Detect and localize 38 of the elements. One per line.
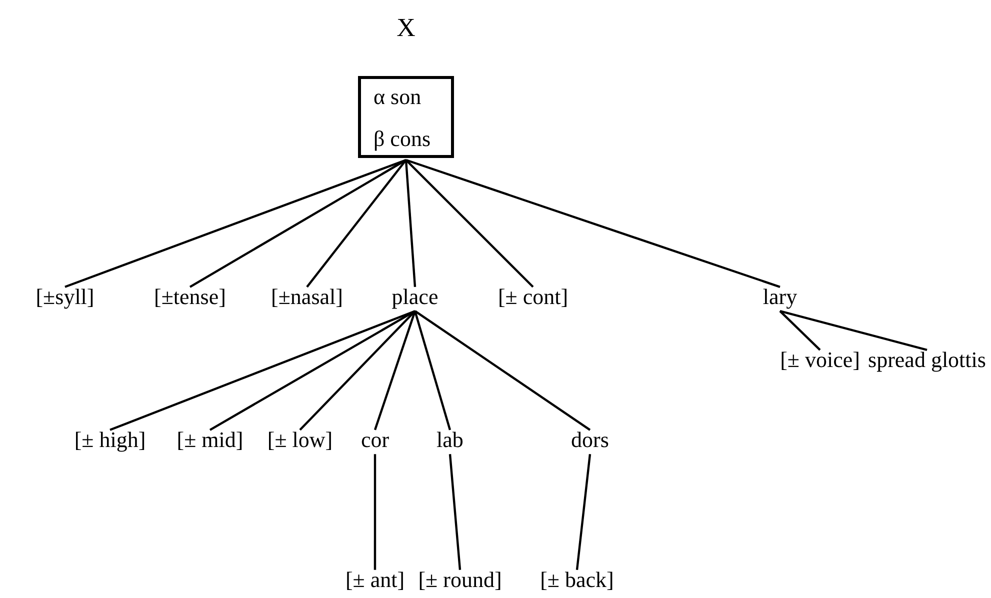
- tree-branch-line: [779, 310, 821, 351]
- root-label: X: [396, 13, 416, 43]
- tree-branch-line: [414, 310, 591, 431]
- feature-label: lab: [436, 428, 464, 452]
- feature-label: cor: [360, 428, 390, 452]
- feature-label: dors: [571, 428, 609, 452]
- feature-label: [± back]: [540, 568, 614, 592]
- tree-branch-line: [414, 310, 452, 430]
- feature-bracket-box: [358, 76, 454, 158]
- tree-branch-line: [448, 454, 462, 570]
- feature-label: spread glottis: [868, 348, 986, 372]
- tree-branch-line: [405, 159, 534, 288]
- tree-branch-line: [780, 310, 928, 351]
- tree-branch-line: [406, 158, 780, 288]
- feature-label: [± voice]: [780, 348, 860, 372]
- tree-branch-line: [374, 454, 376, 570]
- feature-label: [±syll]: [36, 284, 94, 310]
- feature-text: β cons: [373, 126, 431, 151]
- feature-label: lary: [762, 284, 798, 310]
- tree-branch-line: [110, 310, 416, 431]
- tree-branch-line: [189, 159, 407, 288]
- tree-branch-line: [576, 454, 592, 570]
- tree-branch-line: [64, 158, 406, 288]
- tree-branch-line: [374, 310, 416, 430]
- feature-label: [±tense]: [154, 284, 226, 310]
- feature-label: [±nasal]: [271, 284, 343, 310]
- feature-label: [± mid]: [176, 428, 244, 452]
- feature-text: α son: [373, 85, 422, 110]
- feature-label: [± cont]: [498, 284, 568, 310]
- feature-label: [± low]: [267, 428, 333, 452]
- feature-label: [± round]: [418, 568, 502, 592]
- feature-label: [± high]: [74, 428, 146, 452]
- tree-branch-line: [209, 310, 416, 431]
- tree-branch-line: [299, 310, 416, 431]
- feature-label: [± ant]: [345, 568, 405, 592]
- tree-branch-line: [404, 160, 416, 287]
- feature-label: place: [392, 284, 438, 310]
- tree-branch-line: [306, 159, 407, 288]
